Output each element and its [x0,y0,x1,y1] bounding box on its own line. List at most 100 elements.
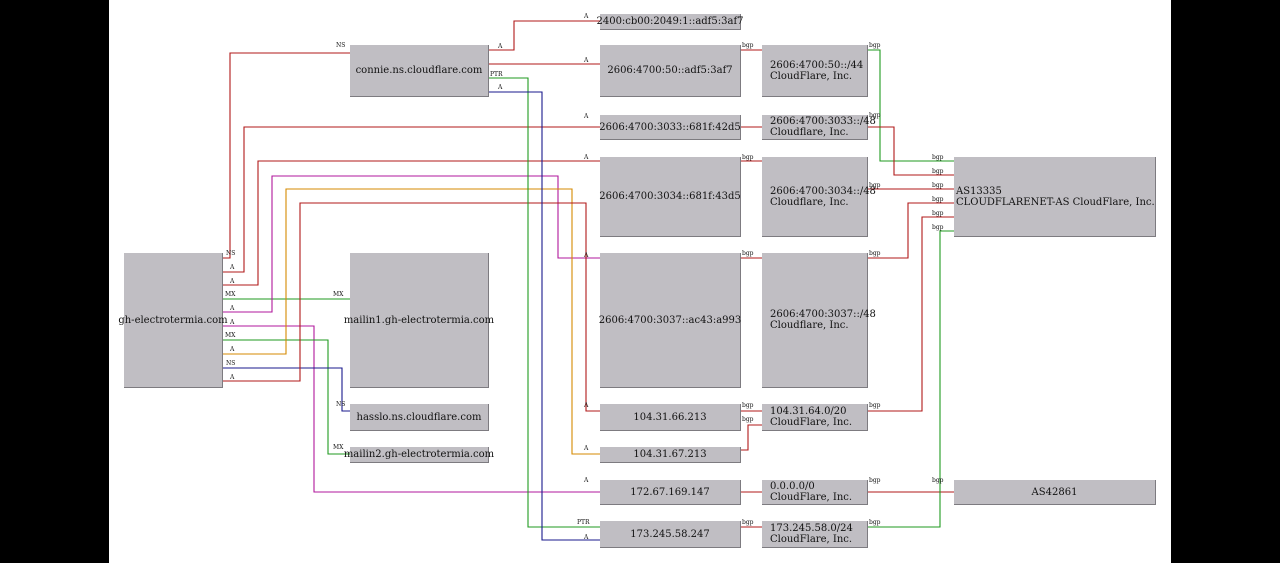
node-mail1[interactable]: mailin1.gh-electrotermia.com [344,253,494,388]
node-ns-hasslo[interactable]: hasslo.ns.cloudflare.com [350,404,489,431]
edge-label-bgp: bgp [742,402,754,409]
node-ip4-c[interactable]: 172.67.169.147 [600,480,741,505]
edge-label-a: A [584,534,589,541]
edge-label-a: A [230,305,235,312]
edge-label-a: A [584,154,589,161]
connector-edge-11 [489,20,600,51]
edge-label-bgp: bgp [932,224,944,231]
node-ip6-d[interactable]: 2606:4700:3034::681f:43d5 [599,157,741,237]
edge-label-ns: NS [226,360,236,367]
connector-edge-1 [223,52,350,259]
connector-edge-5 [223,175,600,313]
node-mail1-label: mailin1.gh-electrotermia.com [343,314,495,326]
edge-label-bgp: bgp [932,154,944,161]
node-ip4-c-label: 172.67.169.147 [630,486,710,498]
node-domain-label: gh-electrotermia.com [118,314,228,326]
edge-label-bgp: bgp [869,250,881,257]
node-domain[interactable]: gh-electrotermia.com [118,253,228,388]
node-ip4-a[interactable]: 104.31.66.213 [600,404,741,431]
edge-label-a: A [498,43,503,50]
connector-edge-23 [868,49,954,162]
edge-label-ns: NS [336,401,346,408]
edge-label-bgp: bgp [869,112,881,119]
edge-label-mx: MX [333,444,344,451]
connector-edge-6 [223,325,600,493]
edge-label-a: A [584,57,589,64]
edge-label-bgp: bgp [869,182,881,189]
edge-label-bgp: bgp [742,416,754,423]
edge-label-bgp: bgp [932,477,944,484]
node-ip4-b-label: 104.31.67.213 [633,449,707,460]
node-ip6-d-label: 2606:4700:3034::681f:43d5 [599,191,741,202]
edge-label-a: A [584,477,589,484]
edge-label-a: A [584,13,589,20]
edge-label-a: A [584,252,589,259]
edge-label-a: A [498,84,503,91]
node-ip6-b-label: 2606:4700:50::adf5:3af7 [607,65,733,76]
edge-label-bgp: bgp [869,519,881,526]
edge-label-bgp: bgp [742,42,754,49]
node-ns-connie[interactable]: connie.ns.cloudflare.com [350,45,489,97]
edge-label-mx: MX [333,291,344,298]
node-ip6-e-label: 2606:4700:3037::ac43:a993 [598,314,742,326]
edge-label-a: A [230,374,235,381]
edge-label-a: A [230,278,235,285]
edge-label-bgp: bgp [742,250,754,257]
node-ip4-a-label: 104.31.66.213 [633,411,707,423]
node-ns-hasslo-label: hasslo.ns.cloudflare.com [356,411,482,423]
edge-label-bgp: bgp [932,196,944,203]
node-ip6-a[interactable]: 2400:cb00:2049:1::adf5:3af7 [596,14,744,30]
connector-edge-14 [489,91,600,541]
node-ip4-d-label: 173.245.58.247 [630,528,710,540]
node-as42861[interactable]: AS42861 [954,480,1156,505]
node-ip4-b[interactable]: 104.31.67.213 [600,447,741,463]
node-mail2[interactable]: mailin2.gh-electrotermia.com [344,447,494,463]
node-ip6-c[interactable]: 2606:4700:3033::681f:42d5 [599,115,741,140]
connector-edge-27 [868,216,954,412]
edge-label-bgp: bgp [742,519,754,526]
edge-label-a: A [230,346,235,353]
edge-label-bgp: bgp [742,154,754,161]
connector-edge-2 [223,126,600,273]
node-ip6-b[interactable]: 2606:4700:50::adf5:3af7 [600,45,741,97]
connector-edge-24 [868,126,954,176]
connector-edge-9 [223,367,350,412]
edge-label-ptr: PTR [577,519,590,526]
connector-edge-10 [223,202,600,412]
edge-label-bgp: bgp [932,182,944,189]
connector-edge-7 [223,339,350,455]
node-as42861-label: AS42861 [1031,486,1078,498]
node-ip4-d[interactable]: 173.245.58.247 [600,521,741,548]
connector-edge-8 [223,188,600,455]
connector-edge-29 [868,230,954,528]
edge-label-ns: NS [226,250,236,257]
edge-label-bgp: bgp [932,168,944,175]
edge-label-a: A [230,319,235,326]
node-mail2-label: mailin2.gh-electrotermia.com [343,449,495,460]
edge-label-bgp: bgp [869,402,881,409]
edge-label-mx: MX [225,291,236,298]
node-ip6-e[interactable]: 2606:4700:3037::ac43:a993 [598,253,742,388]
edge-label-mx: MX [225,332,236,339]
node-ns-connie-label: connie.ns.cloudflare.com [355,65,483,76]
connector-edge-20 [741,424,762,451]
edge-label-bgp: bgp [932,210,944,217]
edge-label-a: A [584,445,589,452]
edge-label-a: A [230,264,235,271]
